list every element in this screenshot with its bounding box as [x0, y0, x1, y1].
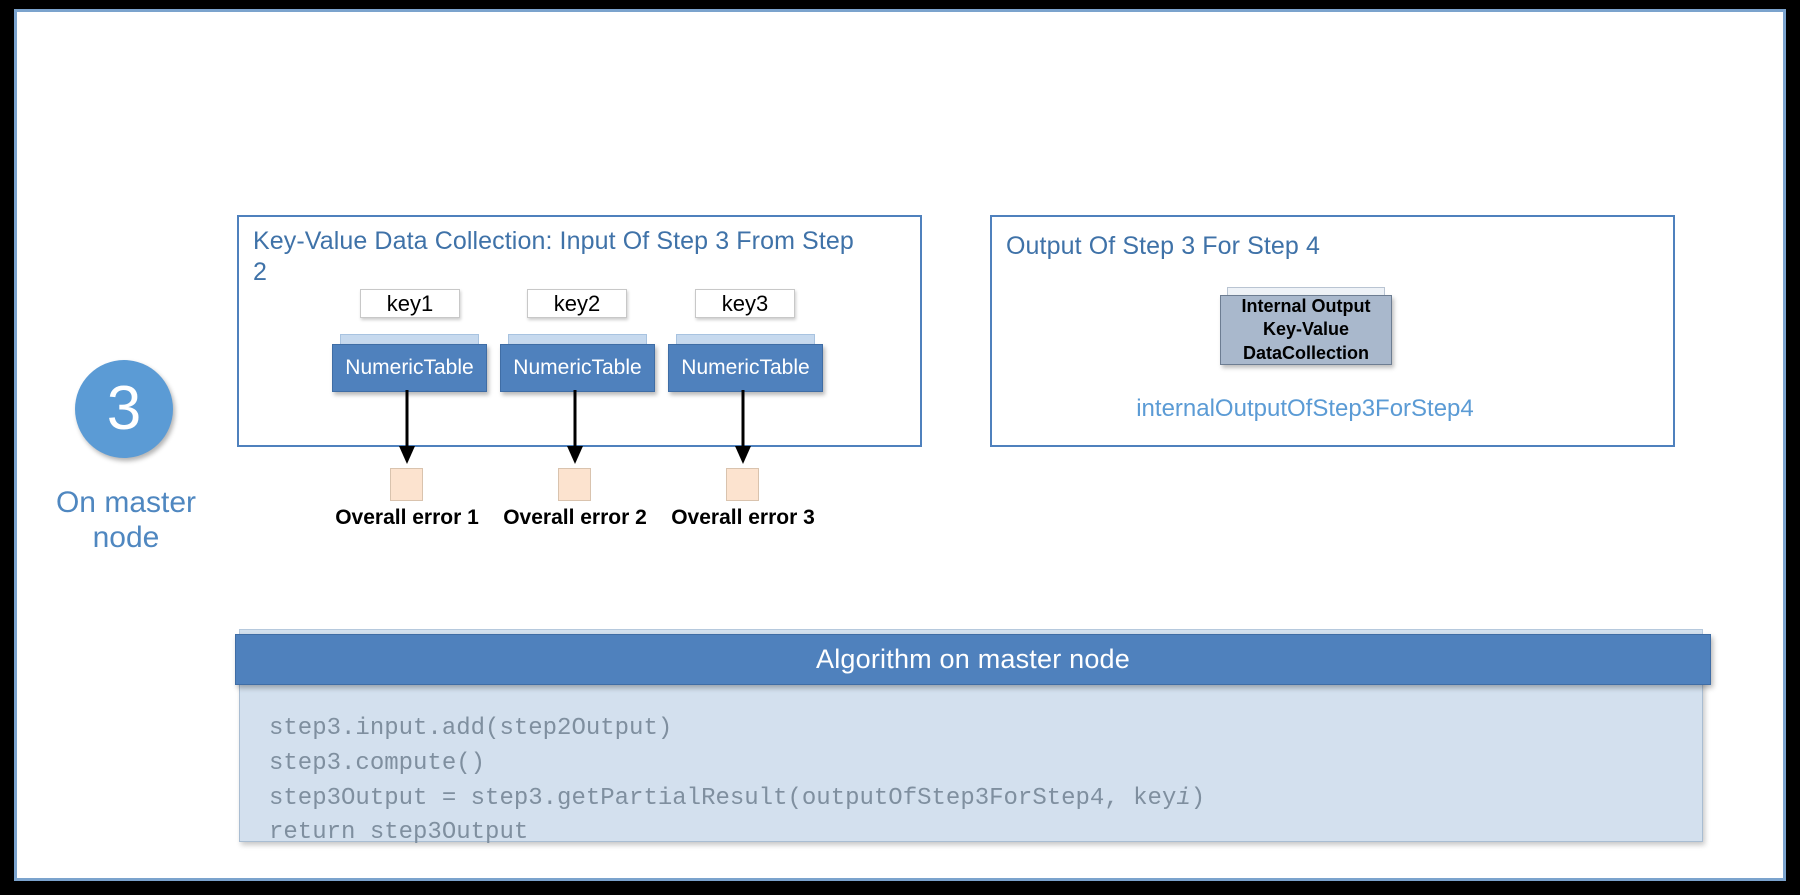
slide-frame: 3 On master node Key-Value Data Collecti…	[14, 9, 1786, 881]
code-line-4: return step3Output	[269, 819, 529, 847]
numerictable-label-2: NumericTable	[500, 344, 655, 392]
code-line-3-italic-index: i	[1176, 784, 1191, 812]
algorithm-header-label: Algorithm on master node	[816, 644, 1130, 674]
error-box-2	[558, 468, 591, 501]
arrow-down-1	[399, 390, 415, 464]
internal-output-card-body: Internal Output Key-Value DataCollection	[1220, 295, 1392, 365]
numerictable-label-3: NumericTable	[668, 344, 823, 392]
step-number-text: 3	[106, 374, 142, 443]
internal-output-card: Internal Output Key-Value DataCollection	[1220, 287, 1392, 365]
numerictable-label-1: NumericTable	[332, 344, 487, 392]
error-label-3: Overall error 3	[671, 506, 815, 529]
error-label-2: Overall error 2	[503, 506, 647, 529]
key-chip-2: key2	[527, 289, 627, 318]
code-line-3-suffix: )	[1190, 784, 1206, 812]
internal-output-line-3: DataCollection	[1242, 342, 1370, 363]
arrow-down-2	[567, 390, 583, 464]
step-number-badge: 3	[75, 360, 173, 458]
numerictable-card-2: NumericTable	[500, 334, 655, 392]
numerictable-card-3: NumericTable	[668, 334, 823, 392]
internal-output-line-1: Internal Output	[1241, 296, 1371, 317]
code-line-1: step3.input.add(step2Output)	[269, 715, 673, 742]
internal-output-line-2: Key-Value	[1262, 319, 1350, 340]
internal-output-caption: internalOutputOfStep3ForStep4	[1136, 395, 1474, 422]
code-line-2: step3.compute()	[269, 749, 486, 777]
error-box-1	[390, 468, 423, 501]
arrow-down-3	[735, 390, 751, 464]
output-panel-title: Output Of Step 3 For Step 4	[1006, 232, 1320, 260]
algorithm-header-bar: Algorithm on master node	[235, 634, 1711, 685]
input-panel-title: Key-Value Data Collection: Input Of Step…	[253, 227, 854, 287]
algorithm-code-block: step3.input.add(step2Output) step3.compu…	[269, 712, 1669, 851]
key-chip-1: key1	[360, 289, 460, 318]
input-panel: Key-Value Data Collection: Input Of Step…	[237, 215, 922, 447]
key-chip-3: key3	[695, 289, 795, 318]
algorithm-code-panel	[239, 660, 1703, 842]
output-panel: Output Of Step 3 For Step 4	[990, 215, 1675, 447]
error-label-1: Overall error 1	[335, 506, 479, 529]
slide-canvas: 3 On master node Key-Value Data Collecti…	[17, 12, 1783, 878]
numerictable-card-1: NumericTable	[332, 334, 487, 392]
node-caption-label: On master node	[55, 486, 197, 555]
error-box-3	[726, 468, 759, 501]
code-line-3-prefix: step3Output = step3.getPartialResult(out…	[269, 784, 1177, 812]
